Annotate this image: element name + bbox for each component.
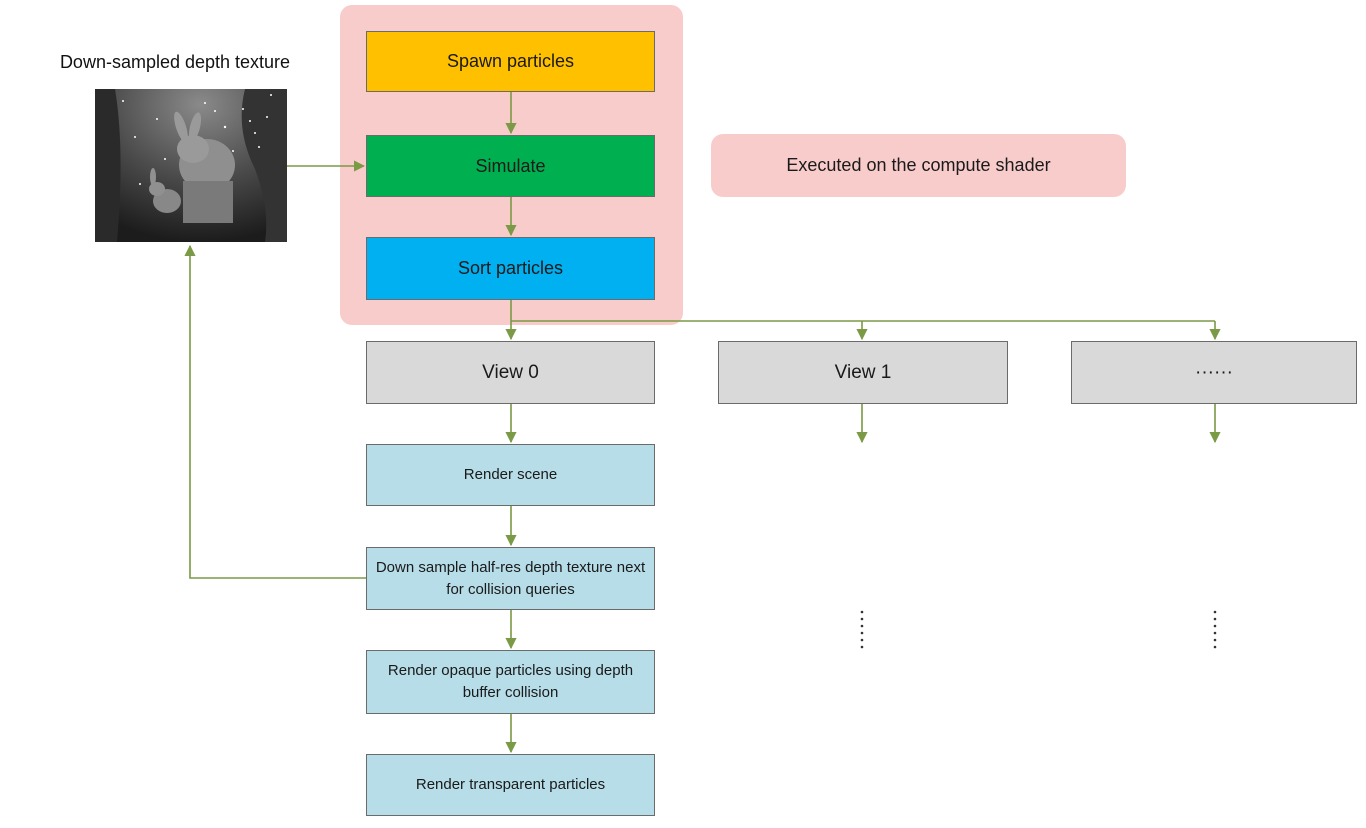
compute-shader-note: Executed on the compute shader: [711, 134, 1126, 197]
downsample-depth-box: Down sample half-res depth texture next …: [366, 547, 655, 610]
downsample-depth-label: Down sample half-res depth texture next …: [375, 558, 646, 598]
sort-particles-box: Sort particles: [366, 237, 655, 300]
simulate-label: Simulate: [475, 155, 546, 176]
sort-particles-label: Sort particles: [457, 258, 564, 278]
view-more-box: ······: [1071, 341, 1357, 404]
view-1-box: View 1: [718, 341, 1008, 404]
depth-texture-image: [95, 89, 287, 242]
render-transparent-box: Render transparent particles: [366, 754, 655, 816]
simulate-box: Simulate: [366, 135, 655, 197]
depth-texture-label: Down-sampled depth texture: [59, 52, 291, 72]
ellipsis-view1: [860, 610, 864, 649]
view-0-box: View 0: [366, 341, 655, 404]
spawn-particles-box: Spawn particles: [366, 31, 655, 92]
render-scene-label: Render scene: [463, 466, 558, 483]
render-opaque-box: Render opaque particles using depth buff…: [366, 650, 655, 714]
arrow-downsample-to-texture: [184, 244, 366, 579]
render-opaque-label: Render opaque particles using depth buff…: [387, 662, 634, 701]
render-scene-box: Render scene: [366, 444, 655, 506]
render-transparent-label: Render transparent particles: [415, 776, 606, 793]
view-1-label: View 1: [834, 361, 892, 383]
ellipsis-view-more: [1213, 610, 1217, 649]
compute-shader-note-label: Executed on the compute shader: [786, 155, 1051, 175]
view-0-label: View 0: [482, 361, 539, 383]
view-more-label: ······: [1195, 361, 1233, 383]
spawn-particles-label: Spawn particles: [446, 51, 575, 71]
